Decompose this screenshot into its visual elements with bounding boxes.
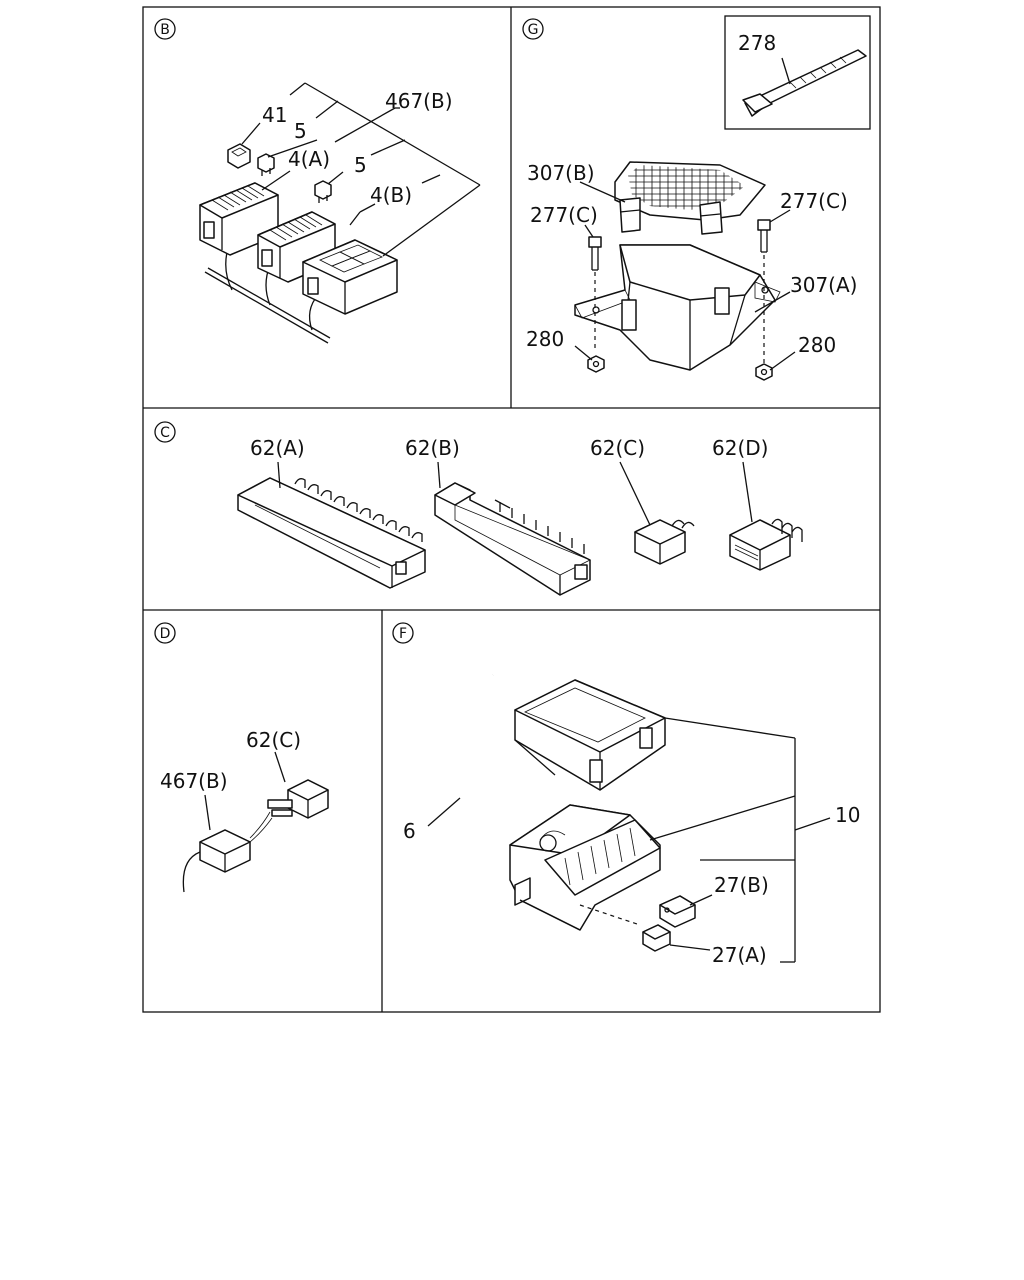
svg-text:G: G: [528, 22, 539, 38]
bolt-277c-right: [757, 219, 771, 365]
label-278: 278: [738, 31, 776, 55]
label-280-left: 280: [526, 327, 564, 351]
fuse-62c: [634, 519, 695, 565]
label-5-upper: 5: [294, 119, 307, 143]
label-41: 41: [262, 103, 287, 127]
label-62c: 62(C): [590, 436, 645, 460]
section-g: 278: [526, 15, 871, 381]
leader-lines-f: [427, 717, 831, 963]
section-marker-d: D: [154, 622, 176, 644]
label-4b: 4(B): [370, 183, 412, 207]
svg-text:C: C: [160, 425, 170, 441]
label-467b-d: 467(B): [160, 769, 228, 793]
label-62a: 62(A): [250, 436, 305, 460]
label-6: 6: [403, 819, 416, 843]
label-277c-left: 277(C): [530, 203, 598, 227]
fuse-27b: [659, 895, 696, 928]
svg-text:D: D: [160, 626, 171, 642]
panel-frame: [142, 6, 881, 1013]
label-27a: 27(A): [712, 943, 767, 967]
section-f: 6 10 27(B) 27(A): [403, 673, 860, 967]
section-b: 41 5 467(B) 4(A) 5 4(B): [199, 82, 481, 344]
label-5-lower: 5: [354, 153, 367, 177]
section-marker-c: C: [154, 421, 176, 443]
fuse-5-top: [257, 153, 275, 176]
label-62d: 62(D): [712, 436, 768, 460]
fuse-5-bottom: [314, 180, 332, 203]
fuse-strip-62a: [237, 477, 426, 589]
leader-lines-d: [204, 751, 286, 831]
box-307a: [574, 244, 781, 371]
section-c: 62(A) 62(B) 62(C) 62(D): [237, 436, 803, 596]
label-280-right: 280: [798, 333, 836, 357]
label-307a: 307(A): [790, 273, 857, 297]
connector-467b-d: [182, 811, 273, 893]
fuse-strip-62b: [434, 482, 591, 596]
fuse-62c-d: [267, 779, 329, 819]
section-marker-f: F: [392, 622, 414, 644]
fuse-box-cover: [514, 679, 666, 791]
leader-lines-c: [277, 461, 753, 526]
fuse-box-base: [509, 804, 661, 931]
label-4a: 4(A): [288, 147, 330, 171]
section-marker-b: B: [154, 18, 176, 40]
bolt-277c-left: [588, 236, 602, 350]
label-27b: 27(B): [714, 873, 769, 897]
cable-tie-278: [742, 49, 867, 117]
section-d: 62(C) 467(B): [160, 728, 329, 893]
label-62c-d: 62(C): [246, 728, 301, 752]
label-62b: 62(B): [405, 436, 460, 460]
leader-lines-b: [241, 82, 481, 257]
nut-280-right: [755, 363, 773, 381]
svg-text:B: B: [160, 22, 170, 38]
connector-4b: [302, 239, 398, 315]
section-marker-g: G: [522, 18, 544, 40]
label-10: 10: [835, 803, 860, 827]
svg-text:F: F: [399, 626, 407, 642]
cable-tie-inset: [724, 15, 871, 130]
label-277c-right: 277(C): [780, 189, 848, 213]
cover-307b: [614, 161, 766, 235]
label-467b: 467(B): [385, 89, 453, 113]
fuse-27a: [642, 924, 671, 952]
fuse-62d: [729, 518, 803, 571]
label-307b: 307(B): [527, 161, 595, 185]
leader-lines-g: [574, 181, 796, 371]
relay-41: [227, 143, 251, 169]
